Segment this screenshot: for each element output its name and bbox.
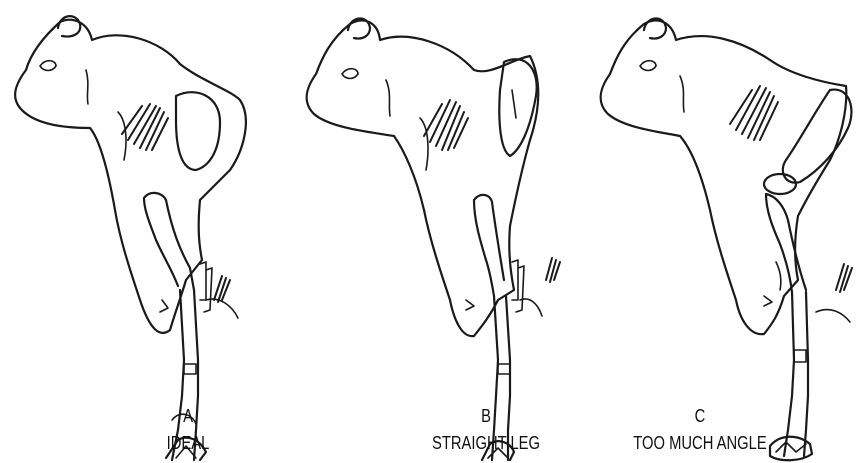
muscle-hatching <box>730 86 778 140</box>
fetlock-joint <box>794 350 806 362</box>
hock-hatching <box>546 258 560 282</box>
panel-a-ideal: A IDEAL <box>0 0 290 463</box>
upper-leg-bone <box>766 194 806 292</box>
panel-letter: B <box>470 406 503 427</box>
fetlock-joint <box>498 364 510 374</box>
eye <box>40 61 56 71</box>
fetlock-joint <box>184 364 196 374</box>
panel-caption: STRAIGHT LEG <box>420 433 551 454</box>
panel-a-drawing <box>0 0 290 463</box>
panel-letter: C <box>684 406 717 427</box>
panel-b-drawing <box>290 0 580 463</box>
body-outline <box>601 21 847 335</box>
muscle-hatching <box>122 104 168 150</box>
panel-caption: TOO MUCH ANGLE <box>618 433 782 454</box>
panel-b-straight-leg: B STRAIGHT LEG <box>290 0 580 463</box>
thigh <box>499 59 536 156</box>
panel-letter: A <box>172 406 205 427</box>
panel-c-drawing <box>580 0 866 463</box>
panel-c-too-much-angle: C TOO MUCH ANGLE <box>580 0 866 463</box>
upper-leg-bone <box>144 193 194 290</box>
muscle-hatching <box>424 100 468 150</box>
panel-caption: IDEAL <box>147 433 229 454</box>
hock-hatching <box>214 276 230 302</box>
eye <box>640 61 656 71</box>
lower-leg <box>784 292 808 456</box>
hock-hatching <box>836 264 852 292</box>
eye <box>342 69 358 79</box>
thigh <box>783 90 852 183</box>
upper-leg-bone <box>474 195 504 296</box>
stifle-joint <box>764 174 796 194</box>
thigh <box>176 92 220 170</box>
